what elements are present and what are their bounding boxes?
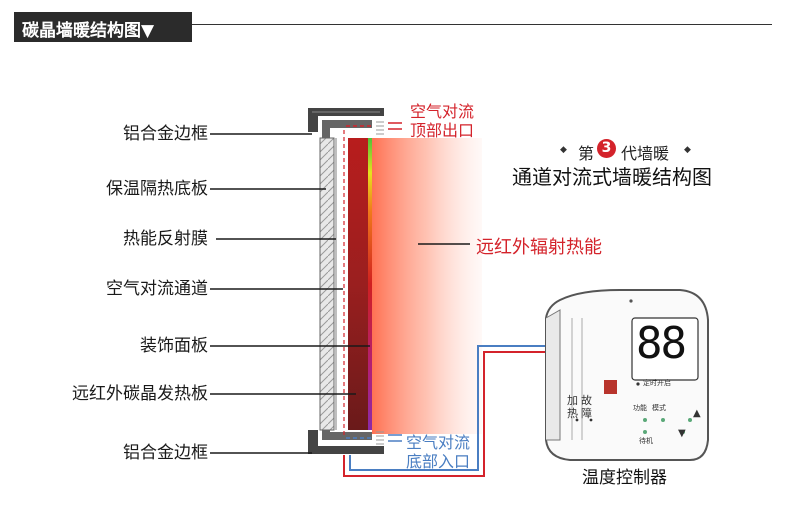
- mode-button-label[interactable]: 模式: [652, 404, 666, 412]
- timer-label: 定时开启: [643, 379, 671, 387]
- generation-diamond-left: ◆: [560, 145, 567, 155]
- standby-button-label[interactable]: 待机: [639, 437, 653, 445]
- bottom-frame-inner: [322, 420, 372, 440]
- up-arrow-icon[interactable]: ▲: [693, 408, 701, 419]
- fault-char-2: 障: [581, 407, 592, 420]
- bottom-vent: [376, 431, 384, 445]
- bottom-inlet-line2: 底部入口: [406, 452, 471, 471]
- label-aluminum-frame-bottom: 铝合金边框: [123, 443, 208, 463]
- generation-suffix: 代墙暖: [621, 144, 670, 163]
- bottom-inlet-line1: 空气对流: [406, 433, 471, 452]
- top-frame: [308, 108, 384, 132]
- reflective-film: [335, 138, 337, 430]
- header-rule: [192, 24, 772, 25]
- label-aluminum-frame-top: 铝合金边框: [123, 124, 208, 144]
- bottom-frame: [308, 430, 384, 454]
- generation-prefix: 第: [578, 144, 595, 163]
- generation-badge: [597, 139, 616, 158]
- top-airflow: [346, 122, 402, 130]
- display-digits: 88: [636, 318, 687, 369]
- down-arrow-icon[interactable]: ▼: [678, 428, 686, 439]
- label-insulation-board: 保温隔热底板: [106, 179, 208, 199]
- timer-led: [636, 382, 640, 386]
- header-tab: [14, 12, 192, 42]
- decorative-panel: [368, 138, 372, 430]
- carbon-heating-panel: [348, 138, 368, 430]
- label-air-channel: 空气对流通道: [106, 279, 208, 299]
- generation-diamond-right: ◆: [684, 145, 691, 155]
- red-wire: [343, 351, 548, 477]
- label-reflective-film: 热能反射膜: [123, 229, 208, 249]
- heat-char-1: 加: [567, 394, 578, 407]
- leader-lines: [210, 133, 370, 454]
- fault-indicator: [604, 380, 617, 394]
- bottom-airflow: [346, 434, 402, 442]
- top-outlet-line1: 空气对流: [410, 102, 475, 121]
- top-outlet-line2: 顶部出口: [410, 121, 475, 140]
- heading-title: 通道对流式墙暖结构图: [512, 165, 712, 189]
- controller-name: 温度控制器: [582, 468, 667, 488]
- insulation-board: [319, 137, 335, 431]
- top-frame-inner: [322, 120, 372, 140]
- radiation-glow: [372, 138, 482, 434]
- air-channel: [337, 138, 347, 430]
- temperature-controller: ▲ ▼: [545, 289, 709, 461]
- fault-char-1: 故: [581, 394, 592, 407]
- function-button-label[interactable]: 功能: [633, 404, 647, 412]
- display-screen: [631, 317, 699, 381]
- radiation-label: 远红外辐射热能: [476, 237, 602, 258]
- heat-char-2: 热: [567, 407, 578, 420]
- header-title: 碳晶墙暖结构图▼: [22, 21, 155, 41]
- top-vent: [376, 121, 384, 135]
- label-decorative-panel: 装饰面板: [140, 336, 208, 356]
- generation-number: 3: [601, 140, 612, 156]
- blue-wire: [349, 345, 548, 471]
- label-carbon-heating-panel: 远红外碳晶发热板: [72, 384, 208, 404]
